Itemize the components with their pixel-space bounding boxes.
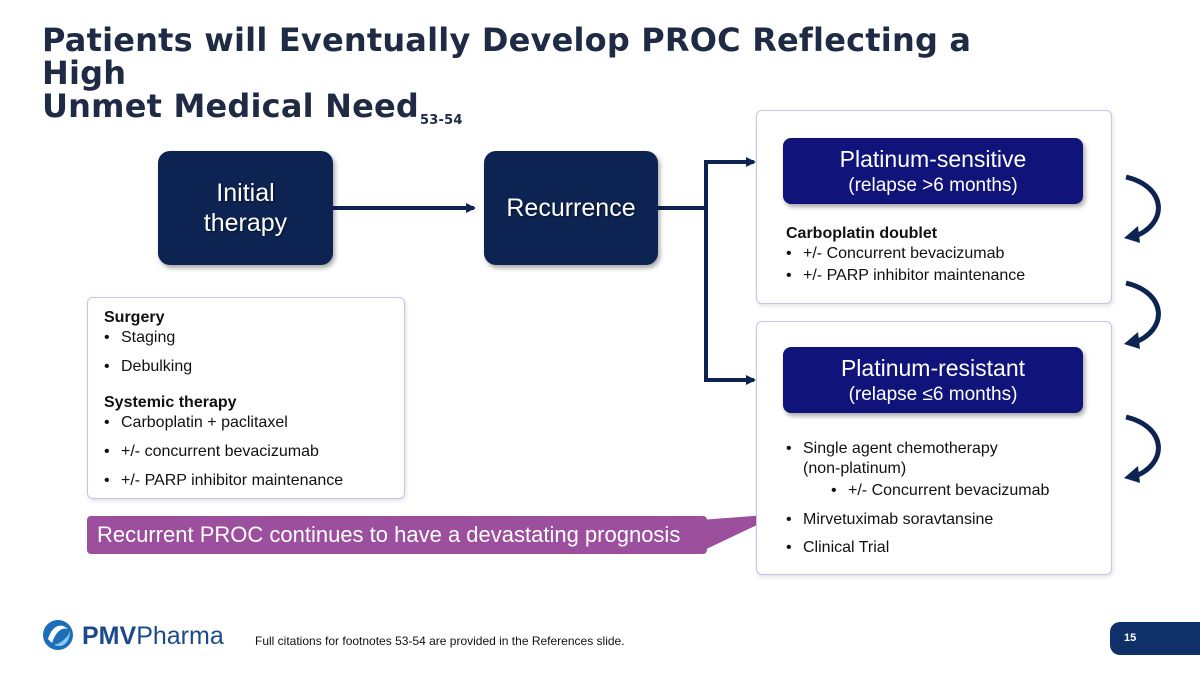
sensitive-subtitle: (relapse >6 months) [848,175,1018,196]
platinum-sensitive-label: Platinum-sensitive (relapse >6 months) [783,138,1083,204]
title-superscript: 53-54 [420,113,463,128]
recurrence-label: Recurrence [506,193,636,222]
systemic-item: +/- PARP inhibitor maintenance [104,472,343,490]
prognosis-callout: Recurrent PROC continues to have a devas… [87,516,707,554]
resistant-item-1: Single agent chemotherapy [786,440,998,458]
initial-line-1: Initial [216,179,275,207]
resistant-item-1-continued: (non-platinum) [803,460,907,477]
resistant-subtitle: (relapse ≤6 months) [848,384,1018,405]
title-line-2-wrap: Unmet Medical Need53-54 [42,87,1002,129]
sensitive-item: +/- PARP inhibitor maintenance [786,267,1025,285]
resistant-title: Platinum-resistant [840,355,1026,381]
sensitive-title: Platinum-sensitive [839,146,1027,172]
title-line-1: Patients will Eventually Develop PROC Re… [42,21,972,92]
sensitive-item: +/- Concurrent bevacizumab [786,245,1004,263]
curved-arrow-1 [1125,174,1161,240]
page-number: 15 [1110,622,1200,655]
pmv-logo-wordmark: PMVPharma [82,622,224,651]
resistant-item-2: Mirvetuximab soravtansine [786,511,993,529]
curved-arrow-2 [1125,280,1161,346]
resistant-item-3: Clinical Trial [786,539,889,557]
carboplatin-doublet-header: Carboplatin doublet [786,225,938,242]
recurrence-box: Recurrence [484,151,658,265]
initial-line-2: therapy [203,209,288,237]
slide-title: Patients will Eventually Develop PROC Re… [42,21,1002,129]
surgery-item: Staging [104,329,175,347]
logo-part-2: Pharma [136,622,224,650]
logo-part-1: PMV [82,622,137,650]
platinum-resistant-panel: Single agent chemotherapy (non-platinum)… [756,321,1112,575]
platinum-resistant-label: Platinum-resistant (relapse ≤6 months) [783,347,1083,413]
footnote-citation: Full citations for footnotes 53-54 are p… [255,634,625,648]
systemic-therapy-header: Systemic therapy [104,394,237,411]
surgery-item: Debulking [104,358,192,376]
curved-arrow-3 [1125,414,1161,480]
initial-therapy-details-panel: Surgery Staging Debulking Systemic thera… [87,297,405,499]
resistant-sub-item: +/- Concurrent bevacizumab [831,482,1049,500]
pmv-logo-icon [43,620,73,650]
surgery-header: Surgery [104,309,165,326]
systemic-item: Carboplatin + paclitaxel [104,414,288,432]
title-line-2: Unmet Medical Need [42,87,420,125]
systemic-item: +/- concurrent bevacizumab [104,443,319,461]
